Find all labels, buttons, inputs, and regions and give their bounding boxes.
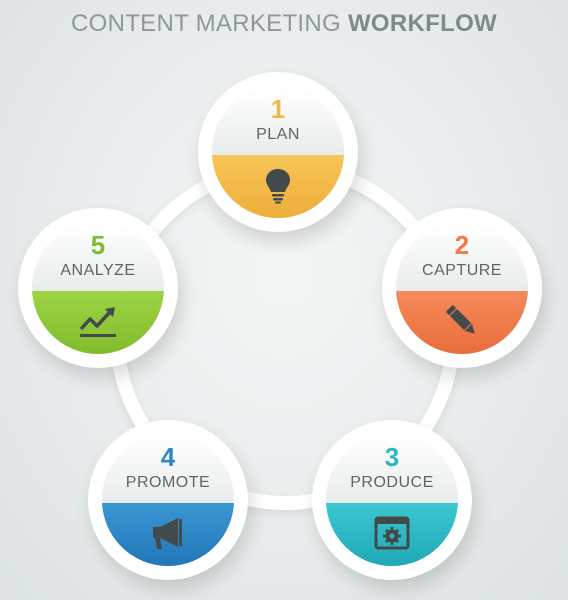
step-produce: 3 PRODUCE: [312, 420, 472, 580]
pencil-icon: [446, 304, 475, 334]
title-light: CONTENT MARKETING: [70, 10, 341, 37]
step-label: PRODUCE: [350, 474, 434, 491]
step-analyze-disc: 5 ANALYZE: [32, 222, 164, 354]
step-analyze: 5 ANALYZE: [18, 208, 178, 368]
trend-chart-icon: [79, 306, 116, 337]
step-capture-disc: 2 CAPTURE: [396, 222, 528, 354]
step-capture: 2 CAPTURE: [382, 208, 542, 368]
step-label: PLAN: [256, 126, 300, 143]
title-bold: WORKFLOW: [347, 10, 497, 37]
gear-window-icon: [374, 516, 410, 550]
step-label: PROMOTE: [125, 474, 211, 491]
step-label: ANALYZE: [60, 262, 136, 279]
megaphone-icon: [153, 517, 182, 549]
step-number: 5: [90, 230, 106, 260]
diagram-title: CONTENT MARKETING WORKFLOW: [0, 10, 568, 38]
step-plan: 1 PLAN: [198, 72, 358, 232]
step-label: CAPTURE: [422, 262, 502, 279]
step-produce-disc: 3 PRODUCE: [326, 434, 458, 566]
lightbulb-icon: [266, 168, 290, 204]
step-number: 4: [160, 442, 176, 472]
step-promote: 4 PROMOTE: [88, 420, 248, 580]
step-promote-disc: 4 PROMOTE: [102, 434, 234, 566]
step-plan-disc: 1 PLAN: [212, 86, 344, 218]
step-number: 2: [454, 230, 470, 260]
step-number: 1: [270, 94, 286, 124]
step-number: 3: [384, 442, 400, 472]
